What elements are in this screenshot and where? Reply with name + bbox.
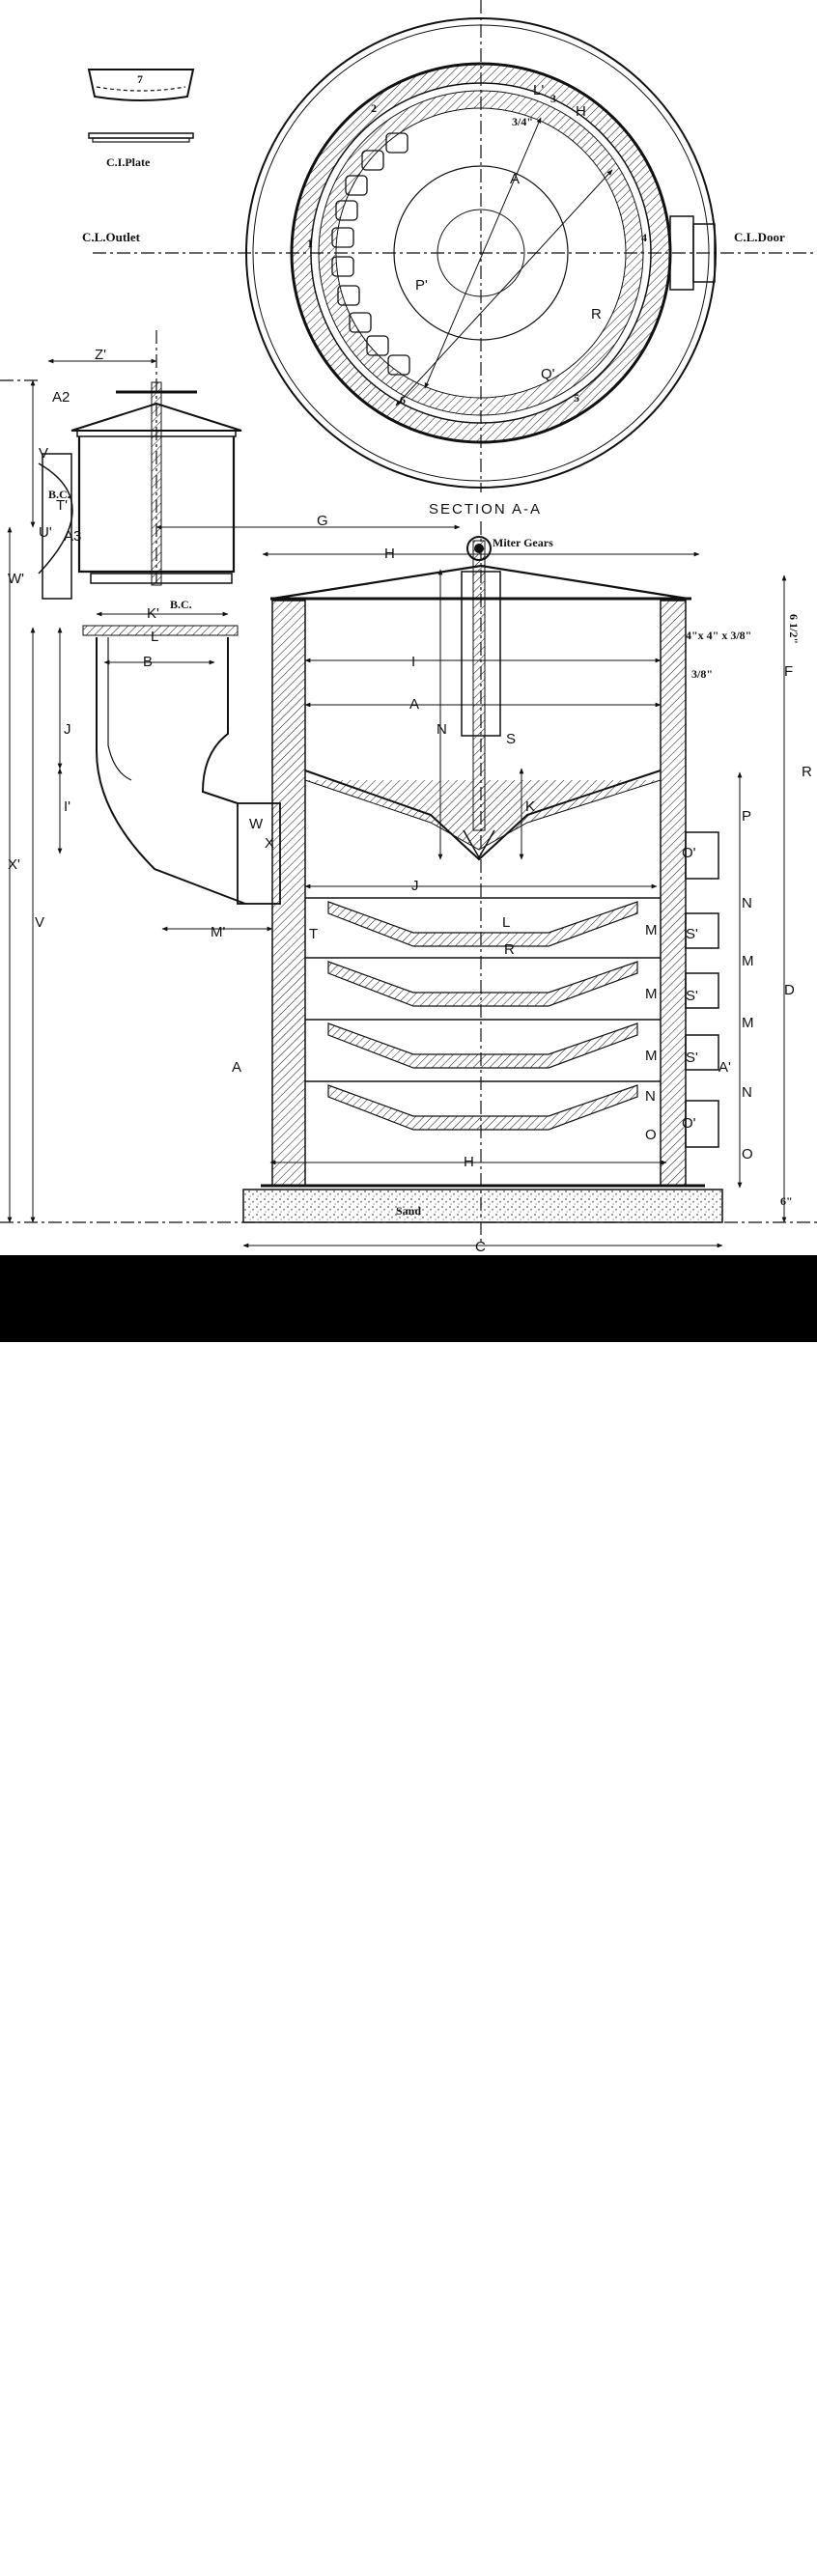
plan-dim-l-prime: L' [533,82,544,98]
shelf-2 [305,957,661,1007]
dimension-labels: Z' A2 V A3 U' T' B.C. W' G Miter Gears H… [8,347,812,1255]
top-clear-label: 6 1/2" [787,614,801,644]
dim-r-shelf: R [504,941,515,958]
dim-a-prime: A' [718,1059,731,1076]
plan-dim-h: H [576,103,586,120]
dim-c: C [475,1239,486,1255]
dim-s-prime-2: S' [686,988,698,1004]
watermark-bar: alamy Image ID: 2AKHDF5 www.alamy.com [0,1255,817,2574]
bc-label-upper: B.C. [48,488,70,501]
plan-num-2: 2 [371,101,377,115]
dim-r-right: R [802,764,812,780]
bottom-clear-label: 6" [780,1194,793,1208]
sand-label: Sand [396,1204,421,1218]
plan-dim-q-prime: Q' [541,366,555,382]
miter-gears-label: Miter Gears [493,536,553,549]
shelf-4 [305,1080,661,1131]
plan-num-5: 5 [574,391,579,405]
outlet-hood [38,330,281,905]
angle-iron-label: 4"x 4" x 3/8" [686,629,751,642]
dim-j: J [411,878,419,894]
dim-o-right: O [742,1146,753,1162]
dim-s-prime-1: S' [686,926,698,942]
dim-u-prime: U' [39,524,52,541]
plan-num-3: 3 [550,92,556,105]
ci-plate-detail: 7 C.I.Plate [87,69,195,169]
ci-plate-label: C.I.Plate [106,155,151,169]
dim-m-1: M [645,922,658,938]
dim-a-elev: A [409,696,419,713]
dim-o-prime: O' [682,845,696,861]
plan-num-1: 1 [307,237,313,250]
dim-t-prime: T' [56,497,68,514]
dim-m-right-1: M [742,953,754,969]
dim-l-shelf: L [502,914,510,931]
dim-a-side: A [232,1059,241,1076]
dim-n-inner: N [645,1088,656,1105]
dim-n-right-1: N [742,895,752,911]
dim-m-2: M [645,986,658,1002]
dim-g: G [317,513,328,529]
dim-v-lower: V [35,914,44,931]
dim-w-prime: W' [8,571,24,587]
dim-j-left: J [64,721,71,738]
plan-view: C.L.Outlet C.L.Door 1 2 3 4 5 6 A P' R Q… [82,0,817,518]
cl-outlet-label: C.L.Outlet [82,230,141,244]
image-id-text: Image ID: 2AKHDF5 [650,2534,800,2553]
dim-o-inner: O [645,1127,657,1143]
dim-z-prime: Z' [95,347,106,363]
dim-m-right-2: M [742,1015,754,1031]
plan-num-4: 4 [641,231,647,244]
side-doors [685,831,719,1148]
dim-x-prime: X' [8,856,20,873]
dim-p: P [742,808,751,825]
watermark-info: Image ID: 2AKHDF5 www.alamy.com [650,2534,800,2576]
shelf-3 [305,1019,661,1069]
dim-d: D [784,982,795,998]
elevation-view: Sand [0,379,817,1246]
site-text: www.alamy.com [682,2556,800,2574]
dim-x: X [265,835,274,852]
section-title: SECTION A-A [429,501,542,518]
dim-m-prime: M' [211,924,225,940]
plan-dim-p-prime: P' [415,277,428,294]
dim-h-bottom: H [464,1154,474,1170]
dim-o-prime-lower: O' [682,1115,696,1132]
brick-clear-label: 3/4" [512,115,533,128]
dim-a2: A2 [52,389,70,406]
dim-v-upper: V [39,445,48,462]
engineering-drawing: 7 C.I.Plate [0,0,817,1255]
cl-door-label: C.L.Door [734,230,785,244]
dim-b: B [143,654,153,670]
dimension-lines [7,358,787,1248]
alamy-logo: alamy [17,2518,144,2562]
dim-a3: A3 [64,528,81,545]
grate-bars [331,132,410,376]
dim-i-prime: I' [64,798,70,815]
plan-dim-r: R [591,306,602,322]
dim-m-3: M [645,1048,658,1064]
dim-k-prime: K' [147,605,159,622]
plan-num-6: 6 [400,393,406,406]
bc-label-lower: B.C. [170,598,192,611]
dim-n-right-2: N [742,1084,752,1101]
dim-s-prime-3: S' [686,1050,698,1066]
shelf-1 [305,897,661,947]
dim-l: L [151,629,158,645]
dim-f: F [784,663,793,680]
dim-h-top: H [384,546,395,562]
dim-n: N [437,721,447,738]
plate-number: 7 [137,72,143,86]
rivet-label: 3/8" [691,667,713,681]
dim-w: W [249,816,264,832]
dim-k: K [525,798,535,815]
dim-t: T [309,926,318,942]
plan-dim-a: A [510,171,520,187]
dim-i: I [411,654,415,670]
dim-s: S [506,731,516,747]
